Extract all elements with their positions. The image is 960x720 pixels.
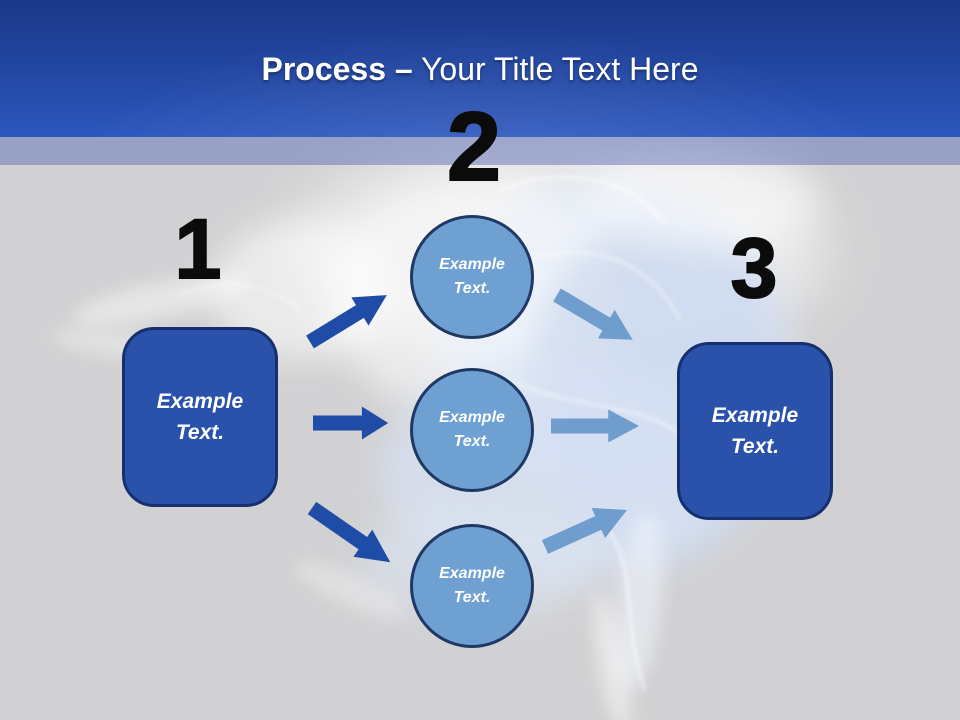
title-subtitle: Your Title Text Here: [421, 51, 699, 87]
process-start-box: Example Text.: [122, 327, 278, 507]
process-circle-middle: Example Text.: [410, 368, 534, 492]
step-number-1: 1: [174, 202, 223, 296]
title-keyword: Process: [261, 51, 387, 87]
process-start-label: Example Text.: [156, 389, 244, 445]
process-circle-top-label: Example Text.: [439, 256, 505, 297]
title-bar: Process – Your Title Text Here: [0, 0, 960, 137]
header-accent-band: [0, 137, 960, 165]
process-end-box: Example Text.: [677, 342, 833, 520]
step-number-3: 3: [730, 221, 779, 315]
slide-title: Process – Your Title Text Here: [0, 51, 960, 87]
title-dash: –: [394, 51, 413, 87]
process-end-label: Example Text.: [711, 403, 799, 459]
process-circle-top: Example Text.: [410, 215, 534, 339]
process-circle-bottom: Example Text.: [410, 524, 534, 648]
process-circle-middle-label: Example Text.: [439, 409, 505, 450]
process-circle-bottom-label: Example Text.: [439, 565, 505, 606]
step-number-2: 2: [446, 92, 502, 201]
